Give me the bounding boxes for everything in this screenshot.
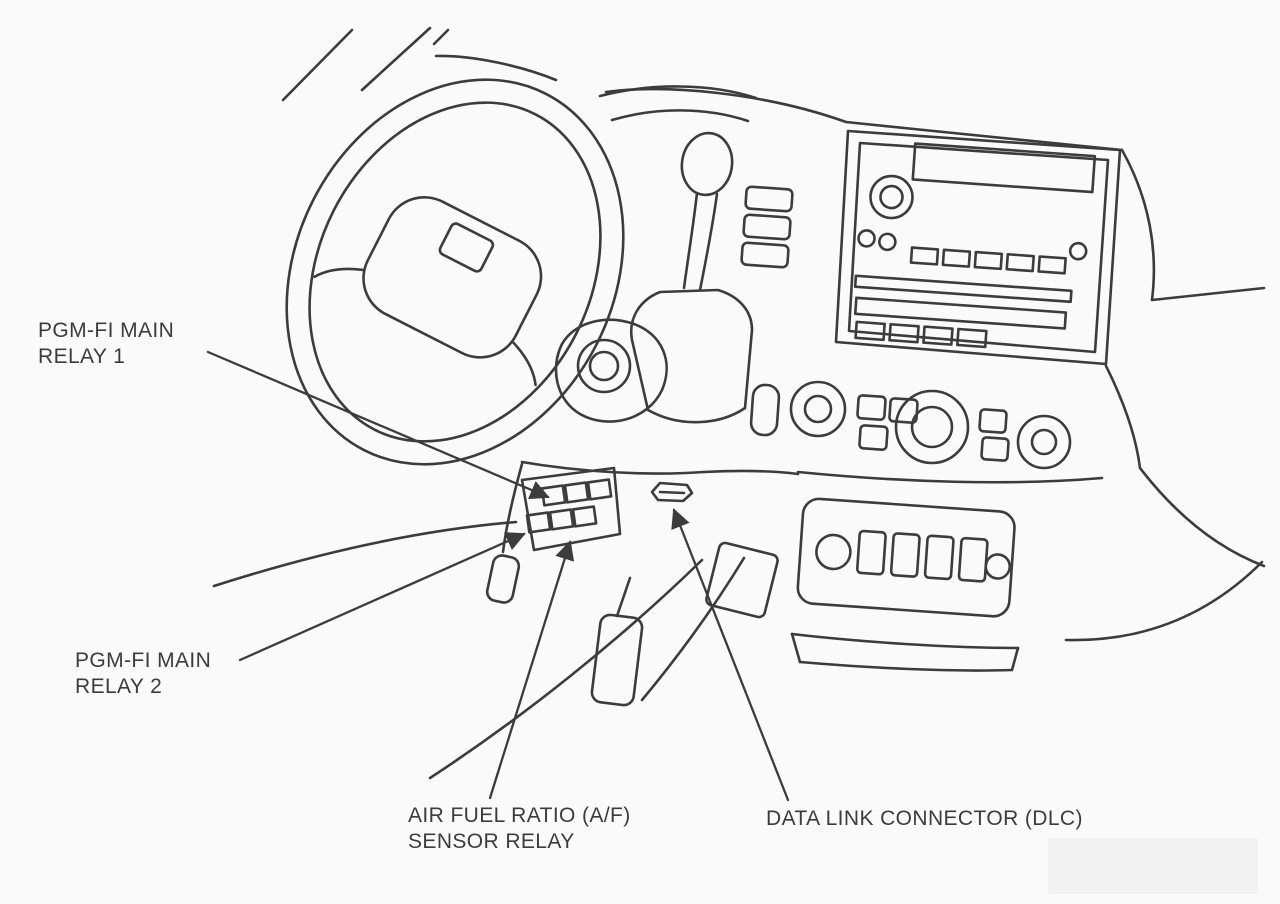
cd-slot — [853, 274, 1073, 304]
climate-controls — [749, 380, 1104, 484]
console-tray — [790, 632, 1020, 672]
label-af-sensor-relay: AIR FUEL RATIO (A/F) SENSOR RELAY — [408, 803, 631, 854]
gear-shifter — [629, 131, 754, 424]
steering-emblem — [438, 222, 495, 273]
volume-knob — [869, 174, 914, 220]
steering-column — [554, 318, 668, 423]
label-data-link-connector: DATA LINK CONNECTOR (DLC) — [766, 806, 1083, 832]
shift-knob — [680, 131, 734, 197]
leader-relay1 — [206, 350, 550, 500]
label-text-line: PGM-FI MAIN — [75, 649, 212, 672]
dashboard-top-edge — [434, 54, 1124, 152]
switch-panel — [796, 497, 1016, 618]
leader-dlc — [671, 508, 790, 802]
airbag-cover — [362, 196, 543, 359]
leader-af-relay — [488, 540, 575, 800]
steering-wheel — [285, 78, 625, 466]
dash-vents — [740, 185, 794, 269]
right-dash-edges — [1064, 148, 1266, 642]
data-link-connector — [650, 481, 694, 503]
af-sensor-relay — [548, 508, 575, 531]
audio-head-unit — [853, 142, 1097, 349]
label-pgm-fi-main-relay-2: PGM-FI MAIN RELAY 2 — [75, 648, 211, 699]
center-stack-bezel — [834, 129, 1122, 366]
relay-cluster — [520, 466, 622, 552]
pedals — [590, 541, 779, 707]
leader-lines — [206, 350, 790, 802]
a-pillar-lines — [281, 26, 450, 102]
label-text-line: AIR FUEL RATIO (A/F) — [408, 804, 631, 827]
under-dash-edges — [212, 460, 800, 780]
label-text-line: RELAY 2 — [75, 674, 163, 698]
leader-relay2 — [238, 532, 526, 662]
label-text-line: PGM-FI MAIN — [38, 319, 175, 342]
watermark-area — [1048, 838, 1258, 894]
relay-bracket — [520, 466, 622, 552]
instrument-cluster-hood — [598, 85, 758, 123]
label-text-line: RELAY 1 — [38, 344, 126, 368]
climate-knob-right — [1016, 414, 1072, 470]
ignition-switch — [576, 338, 632, 394]
radio-display — [911, 142, 1097, 194]
label-text-line: DATA LINK CONNECTOR (DLC) — [766, 807, 1083, 830]
climate-knob-left — [789, 380, 847, 438]
label-text-line: SENSOR RELAY — [408, 829, 575, 853]
accelerator-pedal — [590, 613, 644, 707]
climate-knob-center — [894, 389, 970, 465]
pgm-fi-relay-2 — [525, 511, 552, 534]
label-pgm-fi-main-relay-1: PGM-FI MAIN RELAY 1 — [38, 318, 174, 369]
